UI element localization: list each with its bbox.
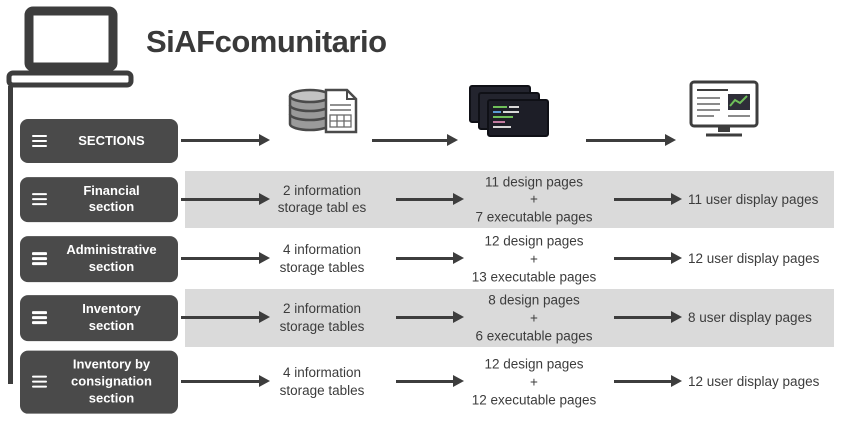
header-row: SECTIONS xyxy=(0,119,848,163)
arrow-right-icon xyxy=(372,134,458,146)
section-box-administrative: Administrative section xyxy=(20,236,178,282)
menu-icon xyxy=(32,134,47,148)
arrow-right-icon xyxy=(181,311,270,323)
menu-icon xyxy=(32,252,47,266)
database-file-icon xyxy=(284,86,362,136)
arrow-right-icon xyxy=(396,192,464,205)
menu-icon xyxy=(32,193,47,206)
sections-header-box: SECTIONS xyxy=(20,119,178,163)
row-band xyxy=(185,289,834,347)
pages-text: 8 design pages + 6 executable pages xyxy=(475,292,593,343)
pages-text: 11 design pages + 7 executable pages xyxy=(475,173,593,225)
row-financial: Financial section 2 information storage … xyxy=(0,171,848,228)
tree-connector-line xyxy=(8,86,13,384)
section-label: Inventory by consignation section xyxy=(71,356,152,406)
monitor-report-icon xyxy=(684,80,764,138)
display-pages-text: 8 user display pages xyxy=(688,310,812,326)
arrow-right-icon xyxy=(181,252,270,264)
arrow-right-icon xyxy=(396,311,464,323)
arrow-right-icon xyxy=(181,192,270,205)
storage-tables-text: 2 information storage tables xyxy=(279,301,365,334)
storage-tables-text: 4 information storage tables xyxy=(279,365,365,398)
display-pages-text: 12 user display pages xyxy=(688,251,820,267)
display-pages-text: 11 user display pages xyxy=(688,191,819,207)
arrow-right-icon xyxy=(396,252,464,264)
arrow-right-icon xyxy=(396,375,464,387)
arrow-right-icon xyxy=(614,375,682,387)
display-pages-text: 12 user display pages xyxy=(688,374,820,390)
section-box-inventory-by-consignation: Inventory by consignation section xyxy=(20,350,178,414)
row-inventory: Inventory section 2 information storage … xyxy=(0,289,848,347)
section-label: Administrative section xyxy=(66,242,157,274)
page-title: SiAFcomunitario xyxy=(146,24,387,59)
arrow-right-icon xyxy=(181,134,270,146)
menu-icon xyxy=(32,375,47,388)
section-box-financial: Financial section xyxy=(20,176,178,223)
arrow-right-icon xyxy=(614,252,682,264)
sections-header-label: SECTIONS xyxy=(78,132,145,148)
menu-icon xyxy=(32,311,47,325)
code-windows-icon xyxy=(468,84,550,138)
pages-text: 12 design pages + 13 executable pages xyxy=(471,233,597,284)
arrow-right-icon xyxy=(614,192,682,205)
storage-tables-text: 2 information storage tabl es xyxy=(277,182,367,216)
pages-text: 12 design pages + 12 executable pages xyxy=(471,356,597,407)
row-inventory-by-consignation: Inventory by consignation section 4 info… xyxy=(0,349,848,415)
row-administrative: Administrative section 4 information sto… xyxy=(0,231,848,287)
storage-tables-text: 4 information storage tables xyxy=(279,242,365,275)
row-band xyxy=(185,171,834,228)
section-box-inventory: Inventory section xyxy=(20,295,178,341)
laptop-icon xyxy=(4,6,136,90)
section-label: Inventory section xyxy=(82,301,141,333)
arrow-right-icon xyxy=(586,134,676,146)
arrow-right-icon xyxy=(181,375,270,387)
section-label: Financial section xyxy=(83,182,140,215)
arrow-right-icon xyxy=(614,311,682,323)
